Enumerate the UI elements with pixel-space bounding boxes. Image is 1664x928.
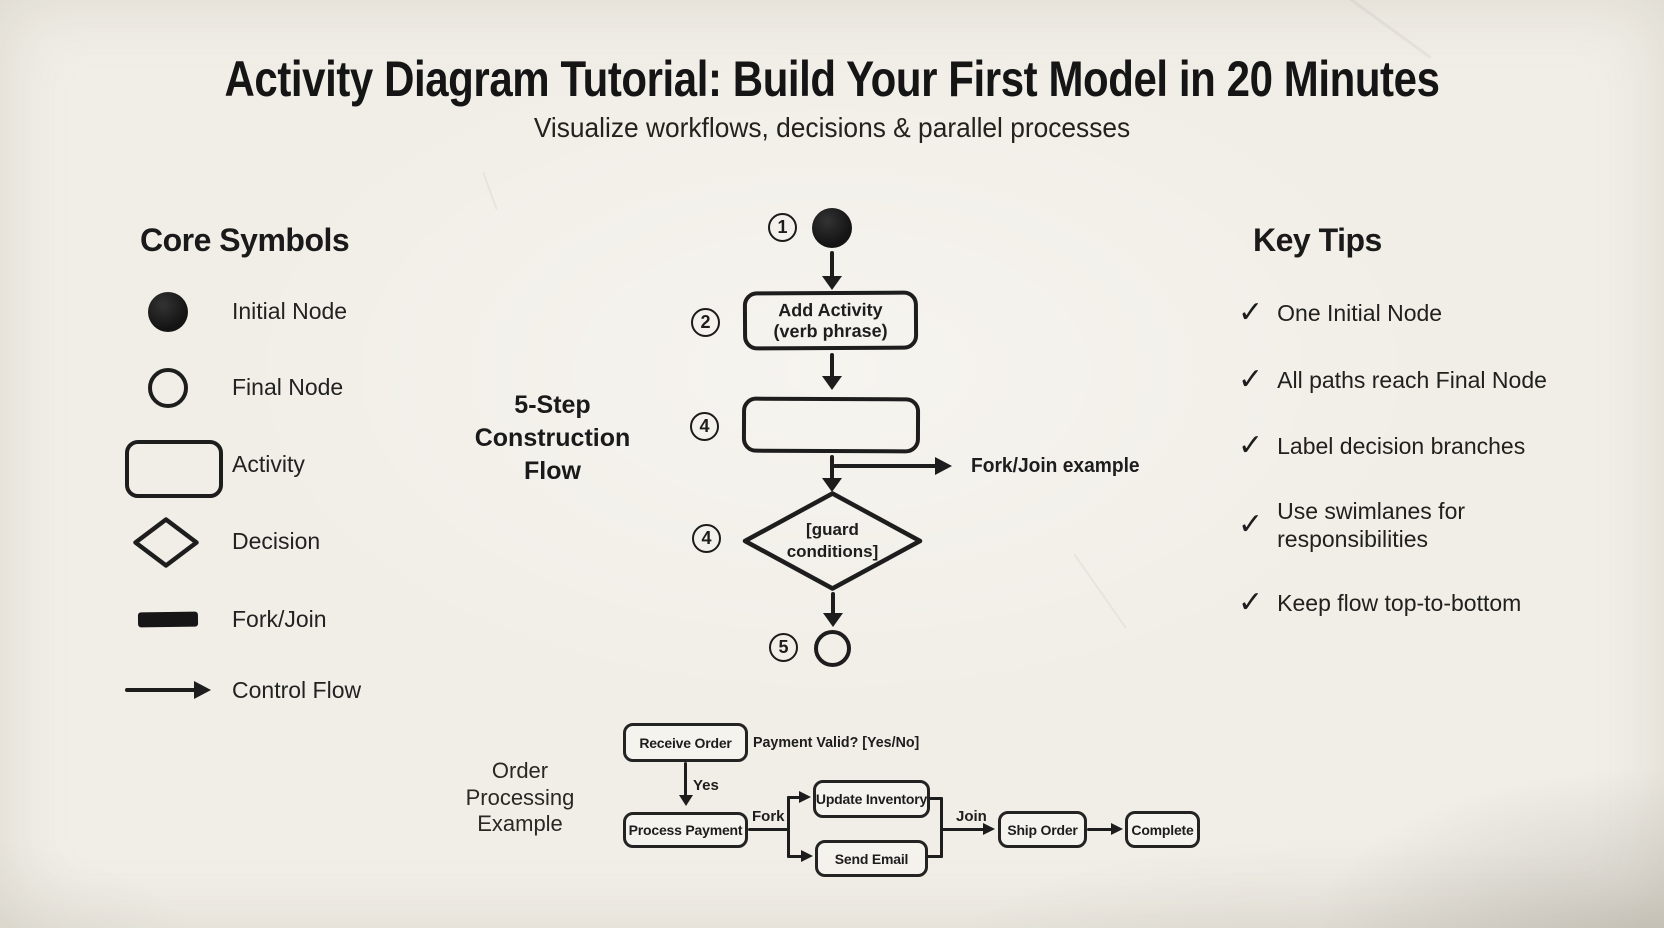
arrow-down-icon [679, 795, 693, 806]
flow-connector-line [830, 353, 834, 378]
flow-connector-line [830, 251, 834, 278]
fork-join-icon [137, 611, 199, 628]
decision-guard-line2: conditions] [786, 542, 879, 561]
example-connector-line [941, 828, 985, 831]
step-number-4: 4 [692, 524, 721, 553]
example-connector-line [787, 855, 803, 858]
initial-node-icon [148, 292, 188, 332]
tip-text: All paths reach Final Node [1277, 367, 1547, 393]
example-label-yes: Yes [693, 777, 719, 794]
arrow-down-icon [822, 276, 842, 290]
example-decision-note: Payment Valid? [Yes/No] [753, 734, 920, 751]
arrow-right-icon [935, 457, 952, 475]
fork-join-annotation: Fork/Join example [971, 455, 1140, 477]
tip-item: ✓ One Initial Node [1238, 298, 1442, 328]
tip-item: ✓ Use swimlanes for responsibilities [1238, 497, 1497, 553]
example-connector-line [927, 855, 943, 858]
example-node-complete: Complete [1125, 811, 1200, 848]
legend-label-control-flow: Control Flow [232, 677, 362, 703]
tip-item: ✓ All paths reach Final Node [1238, 365, 1547, 395]
arrow-right-icon [799, 791, 811, 803]
arrow-right-icon [1111, 823, 1123, 835]
example-node-update-inventory: Update Inventory [813, 780, 930, 818]
activity-box-label-line2: (verb phrase) [773, 320, 888, 341]
example-connector-line [929, 797, 943, 800]
flow-initial-node [812, 208, 852, 248]
legend-label-activity: Activity [232, 451, 305, 477]
legend-label-final-node: Final Node [232, 374, 344, 400]
check-icon: ✓ [1238, 363, 1264, 396]
example-connector-line [684, 762, 687, 797]
arrow-down-icon [822, 376, 842, 390]
construction-flow-heading-line3: Flow [524, 457, 581, 485]
fork-join-branch-line [833, 464, 937, 468]
example-connector-line [787, 796, 801, 799]
tip-text: Keep flow top-to-bottom [1277, 590, 1522, 616]
paper-scratch [1073, 553, 1127, 629]
key-tips-heading: Key Tips [1253, 222, 1382, 258]
step-number-2: 2 [691, 308, 720, 337]
arrow-right-icon [983, 823, 995, 835]
construction-flow-heading: 5-Step Construction Flow [450, 389, 655, 488]
final-node-icon [148, 368, 188, 408]
legend-label-fork-join: Fork/Join [232, 606, 327, 632]
paper-scratch [482, 171, 498, 211]
arrow-down-icon [823, 613, 843, 627]
check-icon: ✓ [1238, 429, 1264, 462]
example-node-ship-order: Ship Order [998, 811, 1087, 848]
construction-flow-heading-line2: Construction [474, 424, 631, 452]
check-icon: ✓ [1238, 508, 1264, 541]
legend-label-initial-node: Initial Node [232, 298, 348, 324]
control-flow-icon [125, 688, 197, 692]
page-title: Activity Diagram Tutorial: Build Your Fi… [224, 51, 1440, 107]
flow-decision-diamond [742, 491, 923, 591]
decision-guard-label: [guard conditions] [742, 491, 923, 591]
join-bracket-line [940, 797, 943, 858]
control-flow-arrowhead-icon [194, 681, 211, 699]
flow-activity-box: Add Activity (verb phrase) [742, 290, 919, 351]
fork-bracket-line [787, 796, 790, 858]
tip-text: Use swimlanes for responsibilities [1277, 498, 1466, 552]
flow-connector-line [831, 592, 835, 615]
example-node-receive-order: Receive Order [623, 723, 748, 762]
activity-box-label-line1: Add Activity [778, 299, 883, 320]
tip-text: Label decision branches [1277, 433, 1526, 459]
decision-guard-line1: [guard [806, 520, 859, 539]
arrow-down-icon [822, 478, 842, 492]
step-number-1: 1 [768, 213, 797, 242]
tip-item: ✓ Label decision branches [1238, 431, 1525, 461]
example-label-join: Join [956, 808, 987, 825]
check-icon: ✓ [1238, 296, 1264, 329]
tip-item: ✓ Keep flow top-to-bottom [1238, 588, 1521, 618]
example-connector-line [748, 828, 789, 831]
decision-icon [133, 517, 199, 568]
construction-flow-heading-line1: 5-Step [514, 391, 591, 419]
activity-icon [125, 440, 223, 498]
example-label-fork: Fork [752, 808, 785, 825]
example-heading-line1: Order [491, 758, 549, 783]
tip-text: One Initial Node [1277, 300, 1443, 326]
page-subtitle: Visualize workflows, decisions & paralle… [533, 112, 1131, 143]
example-node-process-payment: Process Payment [623, 812, 748, 848]
check-icon: ✓ [1238, 586, 1264, 619]
core-symbols-heading: Core Symbols [140, 222, 350, 258]
legend-label-decision: Decision [232, 528, 321, 554]
example-connector-line [1087, 828, 1113, 831]
arrow-right-icon [801, 850, 813, 862]
step-number-3: 4 [690, 412, 719, 441]
example-node-send-email: Send Email [815, 840, 928, 877]
flow-final-node [814, 630, 851, 667]
example-heading-line2: Processing [465, 784, 575, 810]
flow-empty-activity-box [741, 396, 921, 454]
flow-connector-line [830, 455, 834, 480]
example-heading: Order Processing Example [420, 758, 620, 838]
step-number-5: 5 [769, 633, 798, 662]
example-heading-line3: Example [477, 811, 563, 836]
